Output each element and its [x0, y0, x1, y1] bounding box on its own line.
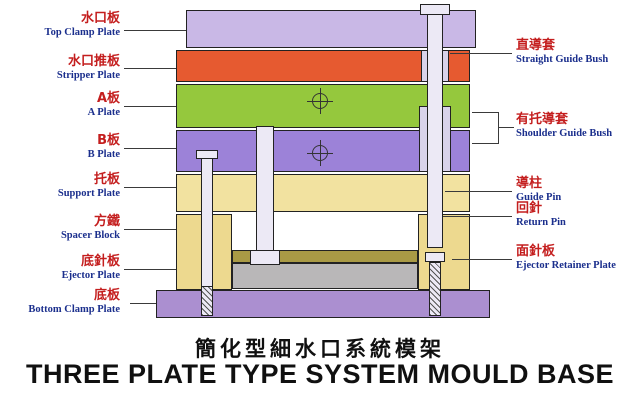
leader-a-plate	[124, 106, 176, 107]
diagram-title-chinese: 簡化型細水口系統模架	[195, 337, 445, 361]
label-return-pin-en: Return Pin	[516, 216, 566, 228]
label-a-plate-zh: A板	[96, 91, 120, 106]
ejector-plate	[232, 263, 418, 289]
return-pin-head	[425, 252, 445, 262]
leader-top-clamp-plate	[124, 30, 186, 31]
label-b-plate: B板 B Plate	[87, 133, 120, 161]
label-ejector-retainer-plate: 面針板 Ejector Retainer Plate	[516, 244, 616, 272]
leader-shoulder-guide-bush	[498, 127, 514, 128]
stop-pin-shaft	[201, 158, 213, 288]
leader-guide-pin	[445, 191, 512, 192]
label-spacer-block-zh: 方鐵	[93, 214, 120, 229]
label-b-plate-en: B Plate	[87, 148, 120, 160]
center-mark-vline	[319, 140, 321, 166]
label-top-clamp-plate-en: Top Clamp Plate	[44, 26, 120, 38]
leader-bottom-clamp-plate	[130, 303, 156, 304]
label-spacer-block: 方鐵 Spacer Block	[60, 214, 120, 242]
label-shoulder-guide-bush-en: Shoulder Guide Bush	[516, 127, 613, 139]
label-straight-guide-bush-zh: 直導套	[516, 38, 556, 53]
diagram-title-english: THREE PLATE TYPE SYSTEM MOULD BASE	[25, 359, 615, 389]
label-shoulder-guide-bush-zh: 有托導套	[516, 112, 569, 127]
label-straight-guide-bush-en: Straight Guide Bush	[516, 53, 609, 65]
leader-ejector-retainer-plate	[452, 259, 512, 260]
label-ejector-plate: 底針板 Ejector Plate	[61, 254, 120, 282]
label-top-clamp-plate-zh: 水口板	[80, 11, 120, 26]
leader-spacer-block	[124, 229, 176, 230]
leader-straight-guide-bush	[450, 53, 512, 54]
leader-ejector-plate	[124, 269, 176, 270]
label-stripper-plate-en: Stripper Plate	[56, 69, 120, 81]
leader-shoulder-vertical	[498, 112, 499, 144]
label-bottom-clamp-plate-en: Bottom Clamp Plate	[28, 303, 120, 315]
label-stripper-plate: 水口推板 Stripper Plate	[56, 54, 120, 82]
leader-stripper-plate	[124, 68, 176, 69]
support-plate	[176, 174, 470, 212]
leader-support-plate	[124, 187, 176, 188]
label-shoulder-guide-bush: 有托導套 Shoulder Guide Bush	[516, 112, 613, 140]
label-straight-guide-bush: 直導套 Straight Guide Bush	[516, 38, 609, 66]
label-a-plate: A板 A Plate	[87, 91, 120, 119]
leader-b-plate	[124, 148, 176, 149]
return-pin-shaft	[429, 262, 441, 316]
label-ejector-plate-zh: 底針板	[80, 254, 120, 269]
center-pin-base	[250, 250, 280, 265]
label-bottom-clamp-plate-zh: 底板	[93, 288, 120, 303]
center-mark-vline	[319, 88, 321, 114]
guide-pin-shaft	[427, 14, 443, 248]
label-support-plate: 托板 Support Plate	[57, 172, 120, 200]
center-mark-top	[307, 88, 333, 114]
label-b-plate-zh: B板	[97, 133, 120, 148]
center-pin-shaft	[256, 126, 274, 252]
leader-shoulder-stub-top	[472, 112, 498, 113]
label-guide-pin-en: Guide Pin	[516, 191, 562, 203]
label-return-pin-zh: 回針	[516, 201, 543, 216]
label-support-plate-zh: 托板	[93, 172, 120, 187]
label-guide-pin-zh: 導柱	[516, 176, 543, 191]
label-bottom-clamp-plate: 底板 Bottom Clamp Plate	[28, 288, 120, 316]
label-ejector-retainer-plate-zh: 面針板	[516, 244, 556, 259]
label-support-plate-en: Support Plate	[57, 187, 120, 199]
center-mark-bottom	[307, 140, 333, 166]
label-spacer-block-en: Spacer Block	[60, 229, 120, 241]
label-ejector-plate-en: Ejector Plate	[61, 269, 120, 281]
leader-shoulder-stub-bottom	[472, 143, 498, 144]
label-ejector-retainer-plate-en: Ejector Retainer Plate	[516, 259, 616, 271]
label-a-plate-en: A Plate	[87, 106, 120, 118]
label-guide-pin: 導柱 Guide Pin	[516, 176, 562, 204]
stop-pin-thread	[201, 286, 213, 316]
label-return-pin: 回針 Return Pin	[516, 201, 566, 229]
label-top-clamp-plate: 水口板 Top Clamp Plate	[44, 11, 120, 39]
leader-return-pin	[443, 216, 512, 217]
label-stripper-plate-zh: 水口推板	[67, 54, 120, 69]
